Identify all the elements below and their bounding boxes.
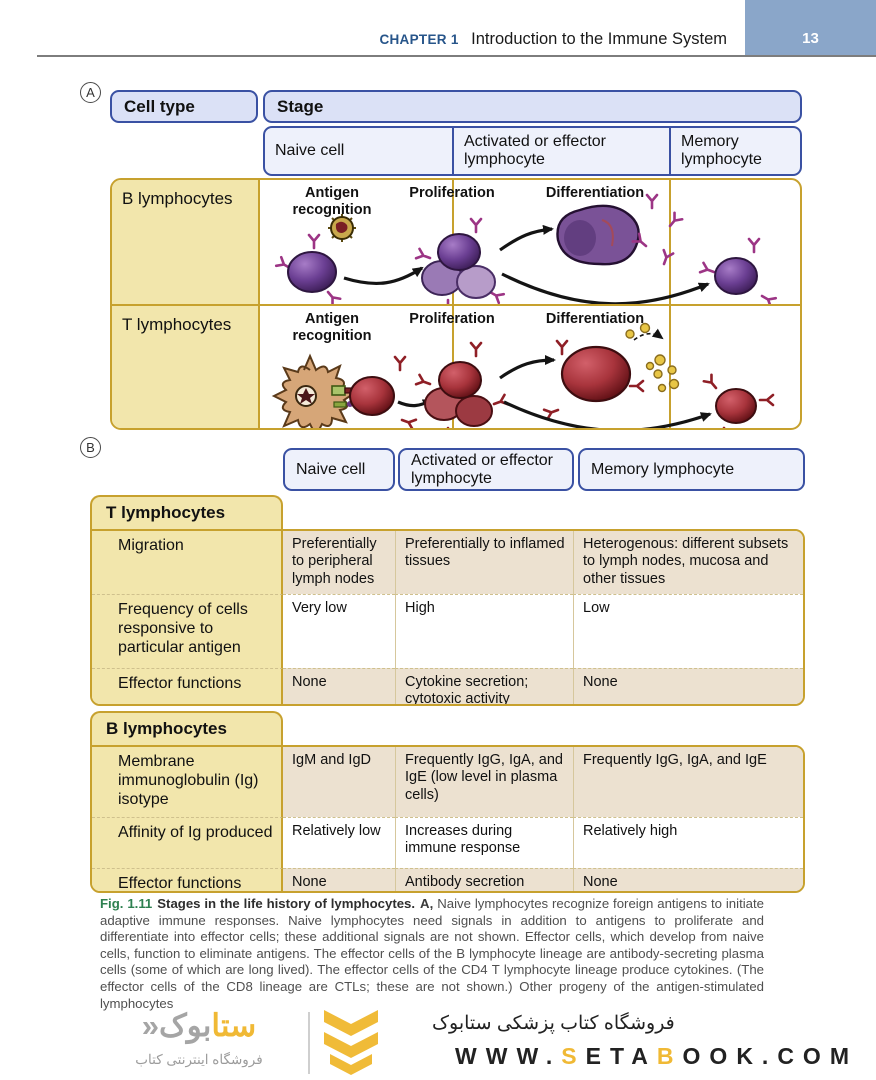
t-row-frequency-label: Frequency of cells responsive to particu… [92,594,283,668]
cell-type-header: Cell type [110,90,258,123]
panel-a-marker: A [80,82,101,103]
stage-header-label: Stage [277,96,324,116]
t-effector-activated: Cytokine secretion; cytotoxic activity [395,668,573,704]
col-header-activated: Activated or effector lymphocyte [398,448,574,491]
t-frequency-memory: Low [573,594,803,668]
b-effector-naive: None [283,868,395,891]
t-stage-antigen-recognition: Antigen recognition [292,311,372,344]
cell-type-header-label: Cell type [124,96,195,116]
stage-subheader-row: Naive cell Activated or effector lymphoc… [263,126,802,176]
arrow-to-memory-b-cell [501,272,710,304]
b-membrane-naive: IgM and IgD [283,747,395,817]
arrow-to-memory-t-cell [503,400,712,428]
figure-caption: Fig. 1.11 Stages in the life history of l… [100,896,764,1012]
memory-b-cell [698,237,778,304]
plasma-cell [556,204,640,266]
b-stage-differentiation: Differentiation [545,185,645,201]
memory-t-cell [702,373,775,428]
col-header-memory: Memory lymphocyte [578,448,805,491]
t-effector-naive: None [283,668,395,704]
panel-a-diagram-table: B lymphocytes T lymphocytes Antigen reco… [110,178,802,430]
t-effector-memory: None [573,668,803,704]
t-stage-differentiation: Differentiation [545,311,645,327]
t-row-migration-label: Migration [92,531,283,594]
stage-header: Stage [263,90,802,123]
panel-a-marker-letter: A [86,85,95,100]
page-number: 13 [802,30,819,47]
page-number-badge: 13 [745,0,876,57]
naive-t-cell [349,355,418,428]
t-migration-activated: Preferentially to inflamed tissues [395,531,573,594]
b-affinity-activated: Increases during immune response [395,817,573,868]
col-header-naive: Naive cell [283,448,395,491]
b-section-table: Membrane immunoglobulin (Ig) isotype IgM… [90,745,805,893]
b-section-tab: B lymphocytes [90,711,283,745]
b-row-effector-label: Effector functions [92,868,283,891]
b-affinity-memory: Relatively high [573,817,803,868]
b-affinity-naive: Relatively low [283,817,395,868]
row-divider [112,304,800,306]
row-label-t-lymphocytes: T lymphocytes [122,315,232,334]
chapter-label: CHAPTER 1 [379,32,459,47]
t-frequency-naive: Very low [283,594,395,668]
header-rule [37,55,876,57]
t-lymphocyte-illustration [271,322,775,428]
logo-subtitle: فروشگاه اینترنتی کتاب [135,1052,263,1067]
setabook-logo-wordmark: ستابوک« [141,1008,257,1043]
cytokine-dots [625,322,680,393]
caption-body: Naive lymphocytes recognize foreign anti… [100,896,764,1011]
arrow-to-effector-t [499,355,556,380]
b-effector-activated: Antibody secretion [395,868,573,891]
t-row-effector-label: Effector functions [92,668,283,704]
b-effector-memory: None [573,868,803,891]
figure-number: Fig. 1.11 [100,896,153,911]
b-row-membrane-label: Membrane immunoglobulin (Ig) isotype [92,747,283,817]
dendritic-cell [271,353,359,428]
arrow-to-plasma-cell [499,224,554,252]
secreted-antibodies [631,193,684,268]
arrow-recognition-to-proliferation [343,266,424,286]
stage-col-memory: Memory lymphocyte [669,128,800,174]
row-label-b-lymphocytes: B lymphocytes [122,189,233,208]
b-membrane-activated: Frequently IgG, IgA, and IgE (low level … [395,747,573,817]
t-section-table: Migration Preferentially to peripheral l… [90,529,805,706]
b-row-affinity-label: Affinity of Ig produced [92,817,283,868]
figure-title: Stages in the life history of lymphocyte… [157,896,416,911]
b-membrane-memory: Frequently IgG, IgA, and IgE [573,747,803,817]
logo-divider [308,1012,310,1074]
panel-b-marker-letter: B [86,440,95,455]
b-stage-antigen-recognition: Antigen recognition [292,185,372,218]
t-section-tab: T lymphocytes [90,495,283,529]
chapter-title: Introduction to the Immune System [471,30,727,48]
effector-t-cell [542,339,645,421]
chevron-logo-icon [324,1010,378,1075]
proliferating-t-cells [414,341,510,428]
website-url: WWW.SETABOOK.COM [455,1043,858,1069]
stage-col-activated: Activated or effector lymphocyte [452,128,669,174]
b-lymphocyte-illustration [274,193,778,304]
running-header: CHAPTER 1 Introduction to the Immune Sys… [0,30,727,49]
antigen-icon [328,214,356,242]
t-migration-naive: Preferentially to peripheral lymph nodes [283,531,395,594]
store-name-farsi: فروشگاه کتاب پزشکی ستابوک [432,1013,675,1034]
t-stage-proliferation: Proliferation [409,311,495,327]
t-frequency-activated: High [395,594,573,668]
panel-b-marker: B [80,437,101,458]
proliferating-b-cells [414,217,506,304]
stage-col-naive: Naive cell [275,142,345,160]
caption-part-a-marker: A, [420,896,434,911]
t-migration-memory: Heterogenous: different subsets to lymph… [573,531,803,594]
b-stage-proliferation: Proliferation [409,185,495,201]
naive-b-cell [274,233,342,304]
